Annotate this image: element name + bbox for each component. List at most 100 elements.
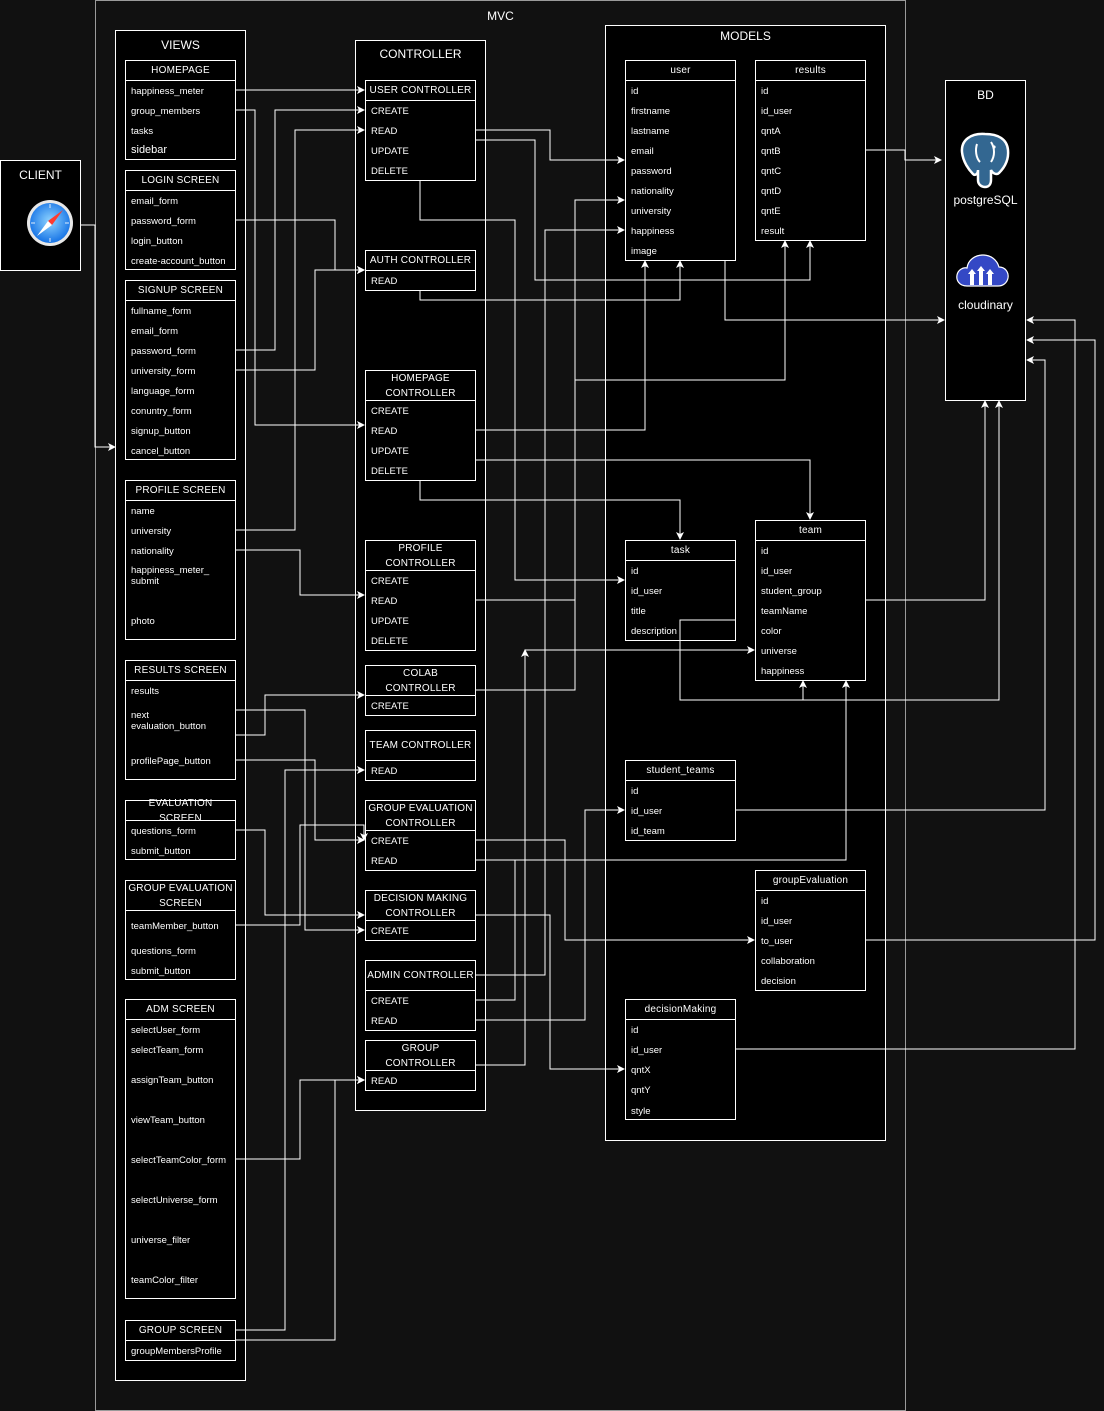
model-table-field-qntc: qntC xyxy=(761,165,782,177)
view-screen-title: LOGIN SCREEN xyxy=(126,171,235,191)
connector-arrow xyxy=(236,766,365,1331)
controller-field-update: UPDATE xyxy=(371,145,409,157)
view-screen-field-happiness-meter: happiness_meter xyxy=(131,85,204,97)
controller-field-read: READ xyxy=(371,125,398,137)
view-screen-field-selectuser-form: selectUser_form xyxy=(131,1024,201,1036)
view-screen-title: GROUP SCREEN xyxy=(126,1321,235,1341)
mvc-label: MVC xyxy=(487,9,514,23)
view-screen-title: SIGNUP SCREEN xyxy=(126,281,235,301)
views-label: VIEWS xyxy=(161,38,200,52)
model-table-title: user xyxy=(626,61,735,81)
controller-colab-controller: COLAB CONTROLLER CREATE xyxy=(365,665,476,716)
connector-arrow xyxy=(236,829,365,919)
postgresql-elephant-icon xyxy=(960,132,1010,189)
connector-arrow xyxy=(476,129,625,164)
view-screen-field-submit-button: submit_button xyxy=(131,965,191,977)
controller-field-create: CREATE xyxy=(371,105,409,117)
model-table-field-decision: decision xyxy=(761,975,796,987)
connector-arrow xyxy=(419,181,625,584)
controller-field-delete: DELETE xyxy=(371,165,408,177)
connector-arrow xyxy=(81,224,116,451)
view-screen-field-questions-form: questions_form xyxy=(131,825,196,837)
model-table-field-happiness: happiness xyxy=(761,665,805,677)
controller-field-create: CREATE xyxy=(371,835,409,847)
connector-arrow xyxy=(476,806,625,1021)
connector-arrow xyxy=(679,619,807,701)
view-screen-field-tasks: tasks xyxy=(131,125,154,137)
view-screen-title: PROFILE SCREEN xyxy=(126,481,235,501)
view-screen-title: GROUP EVALUATION SCREEN xyxy=(126,881,235,911)
connector-arrow xyxy=(866,400,989,601)
model-table-field-firstname: firstname xyxy=(631,105,671,117)
view-screen-field-results: results xyxy=(131,685,159,697)
postgresql-label: postgreSQL xyxy=(953,193,1018,207)
model-table-title: decisionMaking xyxy=(626,1000,735,1020)
view-screen-field-questions-form: questions_form xyxy=(131,945,196,957)
view-screen-title: EVALUATION SCREEN xyxy=(126,798,235,824)
view-screen-field-password-form: password_form xyxy=(131,345,196,357)
model-table-field-description: description xyxy=(631,625,677,637)
controller-field-read: READ xyxy=(371,1015,398,1027)
view-screen-field-assignteam-button: assignTeam_button xyxy=(131,1074,214,1086)
model-table-field-id-user: id_user xyxy=(631,805,663,817)
connector-arrow xyxy=(476,139,814,281)
view-screen-field-nationality: nationality xyxy=(131,545,174,557)
controller-title: COLAB CONTROLLER xyxy=(366,666,475,696)
model-table-field-password: password xyxy=(631,165,672,177)
database-label: BD xyxy=(977,88,994,102)
model-table-field-qnty: qntY xyxy=(631,1084,651,1096)
controller-title: GROUP EVALUATION CONTROLLER xyxy=(366,801,475,831)
model-table-field-university: university xyxy=(631,205,672,217)
controller-field-update: UPDATE xyxy=(371,445,409,457)
connector-arrow xyxy=(236,759,365,844)
model-table-field-qnta: qntA xyxy=(761,125,781,137)
connector-arrow xyxy=(236,549,365,599)
cloudinary-cloud-icon xyxy=(956,254,1009,287)
controller-field-read: READ xyxy=(371,855,398,867)
connector-arrow xyxy=(736,316,1076,1050)
models-label: MODELS xyxy=(720,29,771,43)
model-table-field-lastname: lastname xyxy=(631,125,670,137)
model-table-title: task xyxy=(626,541,735,561)
view-screen-field-conuntry-form: conuntry_form xyxy=(131,405,192,417)
view-screen-field-password-form: password_form xyxy=(131,215,196,227)
controller-field-read: READ xyxy=(371,425,398,437)
model-table-field-qntd: qntD xyxy=(761,185,782,197)
controller-title: ADMIN CONTROLLER xyxy=(366,961,475,991)
connector-arrow xyxy=(236,691,365,736)
model-table-field-email: email xyxy=(631,145,654,157)
controller-field-delete: DELETE xyxy=(371,465,408,477)
view-screen-field-submit-button: submit_button xyxy=(131,845,191,857)
model-table-field-teamname: teamName xyxy=(761,605,808,617)
view-screen-title: HOMEPAGE xyxy=(126,61,235,81)
model-table-field-happiness: happiness xyxy=(631,225,675,237)
model-table-field-id-user: id_user xyxy=(761,915,793,927)
model-table-field-id-user: id_user xyxy=(631,585,663,597)
controller-label: CONTROLLER xyxy=(379,47,462,61)
view-screen-field-university: university xyxy=(131,525,172,537)
view-screen-field-fullname-form: fullname_form xyxy=(131,305,192,317)
view-screen-field-universe-filter: universe_filter xyxy=(131,1234,191,1246)
connector-arrow xyxy=(236,709,365,934)
controller-field-create: CREATE xyxy=(371,700,409,712)
connector-arrow xyxy=(476,260,649,431)
connector-arrow xyxy=(419,481,684,540)
model-table-field-id: id xyxy=(631,85,639,97)
cloudinary-label: cloudinary xyxy=(958,298,1013,312)
controller-field-read: READ xyxy=(371,1075,398,1087)
connector-arrow xyxy=(236,106,365,351)
view-screen-field-teamcolor-filter: teamColor_filter xyxy=(131,1274,199,1286)
model-table-field-id-user: id_user xyxy=(761,565,793,577)
